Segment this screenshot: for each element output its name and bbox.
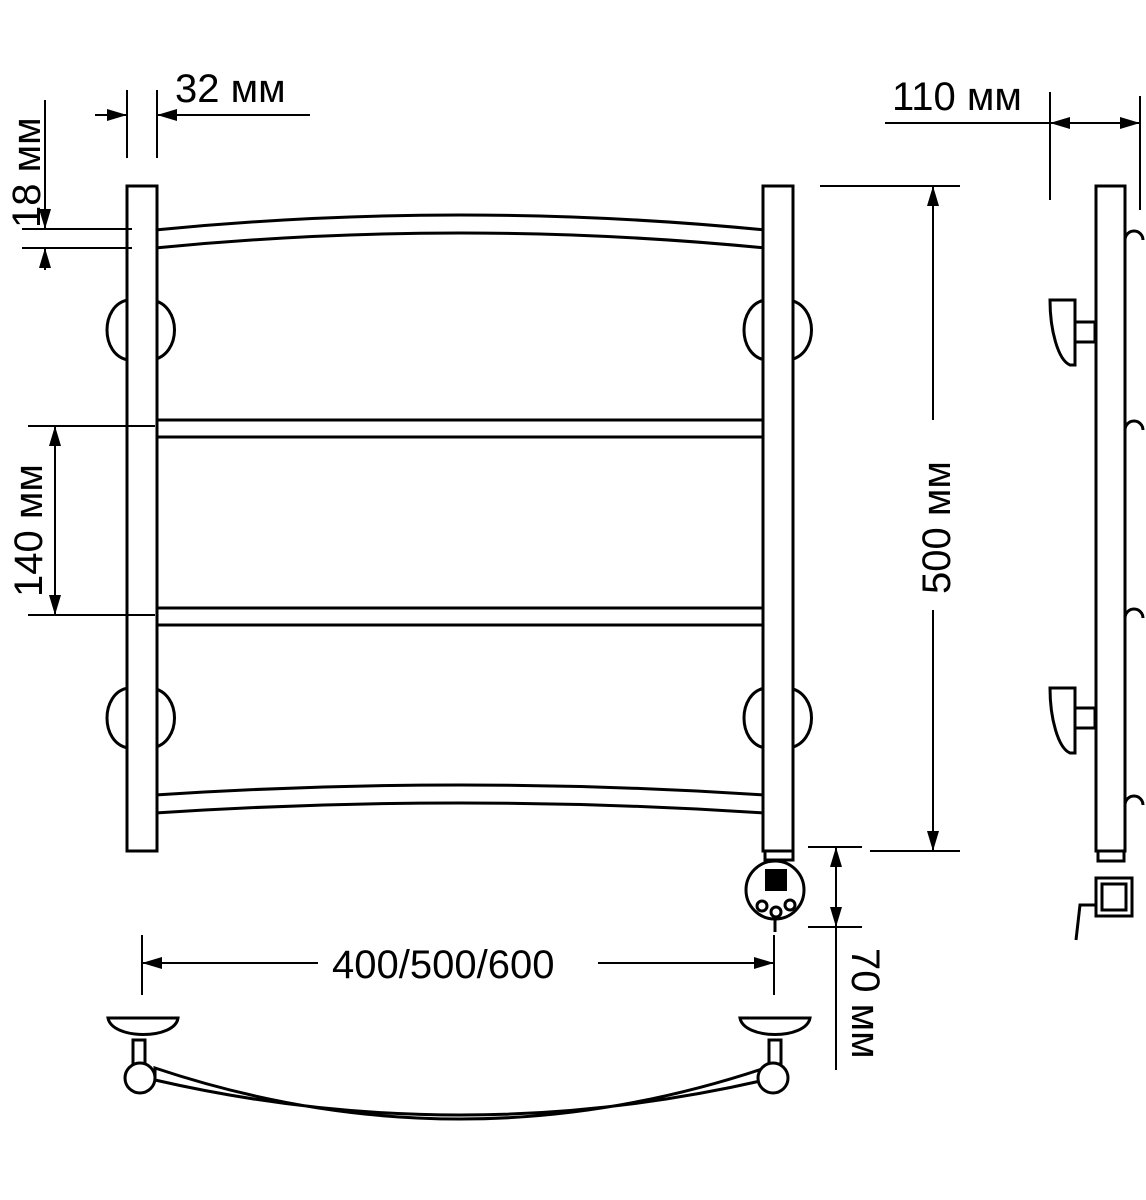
label-wall-depth: 110 мм: [892, 75, 1022, 119]
top-view: [106, 1016, 812, 1121]
top-wall-mount-right: [738, 1016, 812, 1036]
rung-top: [153, 213, 767, 250]
side-wall-mount-bottom: [1048, 686, 1097, 755]
side-rail: [1094, 184, 1127, 853]
top-wall-mount-left: [106, 1016, 180, 1036]
side-rung-bump-4: [1123, 794, 1145, 806]
front-view: [105, 184, 813, 932]
dimension-widths: [141, 935, 775, 995]
side-view: [1048, 184, 1145, 941]
rung-bottom: [153, 783, 767, 815]
label-rung-thickness: 18 мм: [5, 117, 49, 228]
label-heater-height: 70 мм: [843, 948, 887, 1059]
dimension-rung-spacing: [28, 425, 155, 616]
top-curved-rung: [153, 1065, 767, 1121]
label-rung-spacing: 140 мм: [7, 464, 51, 597]
dimension-rail-width: [95, 90, 310, 158]
label-total-height: 500 мм: [915, 461, 959, 594]
rung-2: [153, 418, 767, 439]
side-rung-bump-1: [1123, 229, 1145, 241]
right-rail: [761, 184, 795, 853]
top-rail-left: [123, 1061, 157, 1095]
side-rung-bump-3: [1123, 607, 1145, 619]
top-rail-right: [756, 1061, 790, 1095]
dimension-rung-thickness: [22, 100, 132, 270]
side-heater: [1074, 849, 1134, 941]
label-rail-width: 32 мм: [175, 67, 286, 111]
side-rung-bump-2: [1123, 419, 1145, 431]
side-wall-mount-top: [1048, 298, 1097, 367]
electric-heater: [744, 849, 806, 932]
label-widths: 400/500/600: [332, 943, 554, 987]
rung-3: [153, 606, 767, 627]
dimension-wall-depth: [885, 92, 1141, 210]
dimension-heater-height: [808, 846, 862, 1070]
dimension-total-height: [820, 185, 960, 852]
left-rail: [125, 184, 159, 853]
